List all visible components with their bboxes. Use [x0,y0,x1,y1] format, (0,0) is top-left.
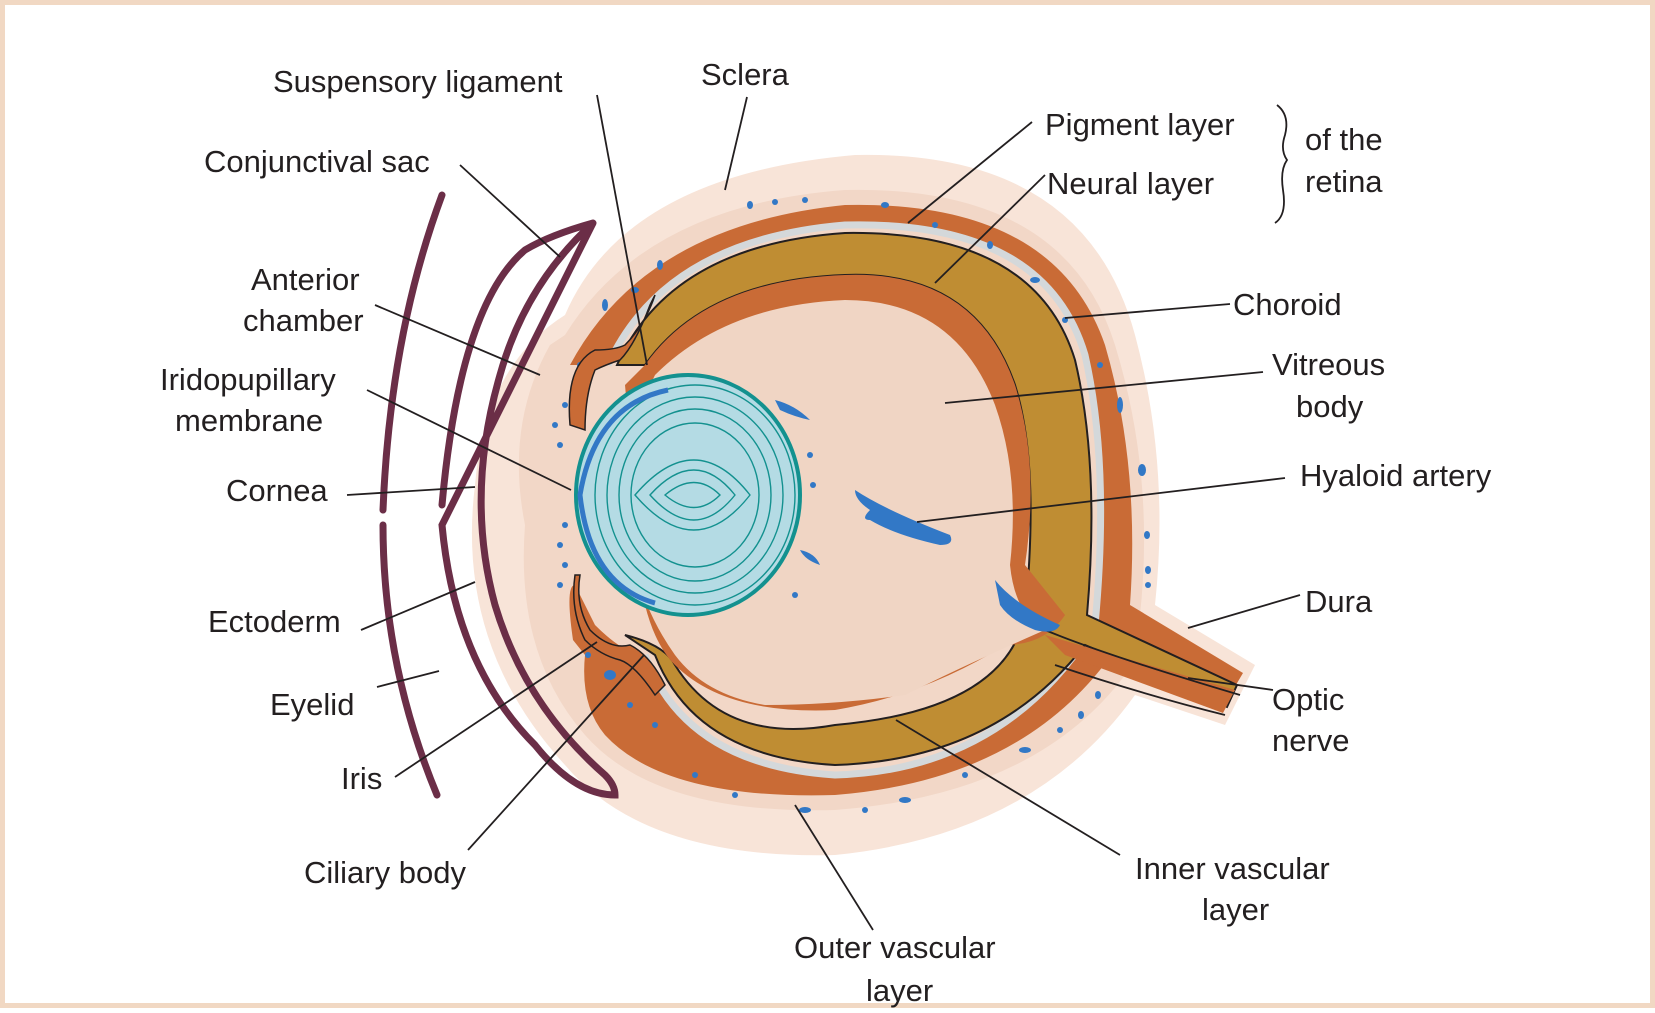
label-optic-2: nerve [1272,723,1350,758]
labels: Suspensory ligament Sclera Conjunctival … [160,57,1492,1008]
label-dura: Dura [1305,584,1373,619]
label-hyaloid-artery: Hyaloid artery [1300,458,1492,493]
label-sclera: Sclera [701,57,790,92]
pigment-layer [604,221,1105,779]
label-inner-vascular-1: Inner vascular [1135,851,1330,886]
label-inner-vascular-2: layer [1202,892,1269,927]
label-iris: Iris [341,761,382,796]
label-outer-vascular-2: layer [866,973,933,1008]
label-neural-layer: Neural layer [1047,166,1214,201]
retina-brace [1274,104,1289,224]
label-anterior-chamber-2: chamber [243,303,364,338]
hyaloid-vessels [775,400,1060,632]
label-retina: retina [1305,164,1383,199]
optic-nerve-outline [1044,629,1241,716]
iris-upper [568,294,656,432]
eye-diagram: Suspensory ligament Sclera Conjunctival … [160,57,1492,1008]
lens [574,373,802,617]
label-eyelid: Eyelid [270,687,354,722]
optic-nerve [1045,635,1235,713]
label-iridopupillary-1: Iridopupillary [160,362,336,397]
choroid-band [569,204,1243,796]
label-choroid: Choroid [1233,287,1342,322]
label-of-the: of the [1305,122,1383,157]
label-vitreous-2: body [1296,389,1364,424]
iris-lower [573,574,666,697]
eyelids-ectoderm [379,191,619,799]
label-iridopupillary-2: membrane [175,403,323,438]
label-vitreous-1: Vitreous [1272,347,1385,382]
leader-lines [346,94,1301,931]
label-pigment-layer: Pigment layer [1045,107,1235,142]
label-optic-1: Optic [1272,682,1344,717]
vessel-dots [552,197,1151,813]
label-outer-vascular-1: Outer vascular [794,930,996,965]
label-cornea: Cornea [226,473,328,508]
label-ciliary-body: Ciliary body [304,855,466,890]
label-conjunctival-sac: Conjunctival sac [204,144,430,179]
label-ectoderm: Ectoderm [208,604,341,639]
label-suspensory-ligament: Suspensory ligament [273,64,563,99]
label-anterior-chamber-1: Anterior [251,262,360,297]
